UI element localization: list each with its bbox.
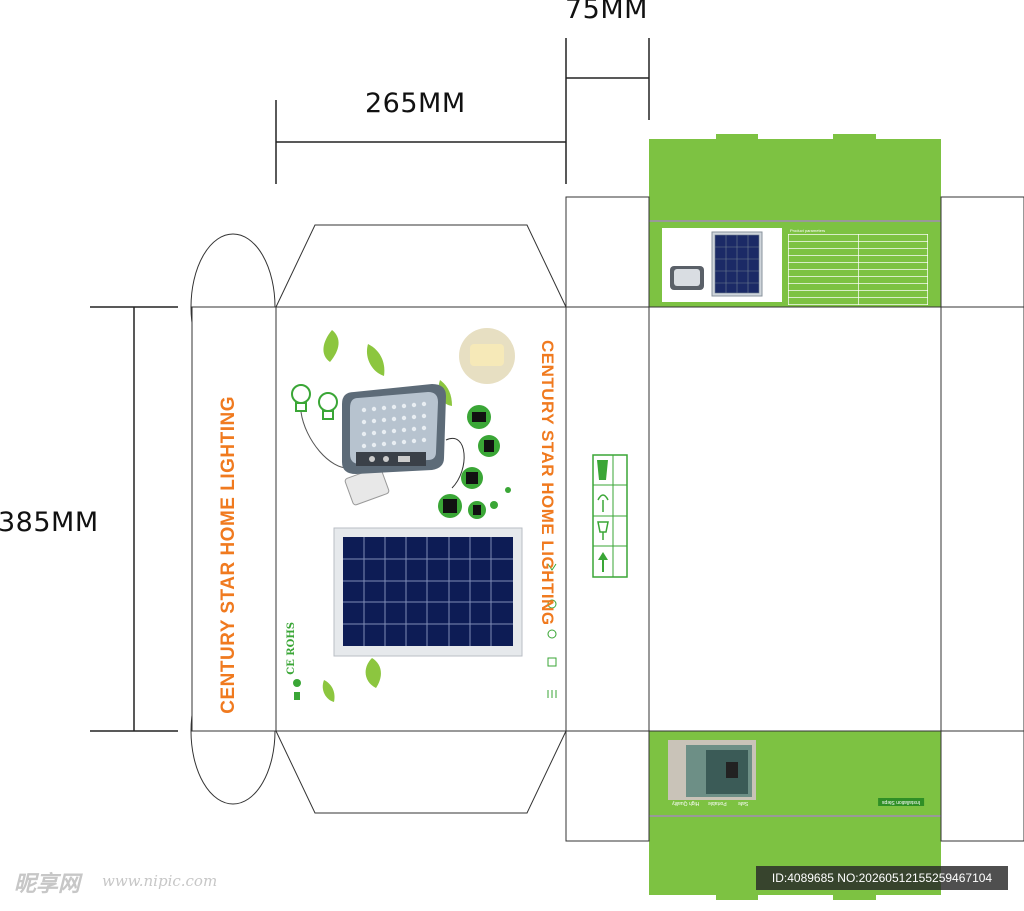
dieline-outline — [190, 196, 1024, 842]
glass-icon — [597, 521, 609, 540]
feature-safe: Safe — [738, 800, 749, 806]
tuck-slots — [716, 306, 876, 732]
leaf-decorations — [322, 330, 452, 702]
eco-icons — [293, 679, 301, 700]
this-way-up-icon — [598, 552, 608, 572]
image-id-bar: ID:4089685 NO:20260512155259467104 — [756, 866, 1008, 890]
depth-dimension-label: 75MM — [565, 0, 648, 25]
solar-cell-grid — [343, 537, 513, 646]
watermark-url: www.nipic.com — [102, 872, 218, 890]
top-solar-grid — [714, 234, 760, 294]
led-grid — [361, 401, 427, 449]
brand-name-left: CENTURY STAR HOME LIGHTING — [218, 396, 239, 714]
compliance-marks: CE ROHS — [286, 622, 297, 675]
top-product-photo — [662, 228, 782, 302]
dimension-lines — [90, 38, 650, 732]
width-dimension-label: 265MM — [365, 88, 466, 119]
brand-name-right: CENTURY STAR HOME LIGHTING — [538, 340, 557, 626]
spec-table-title: Product parameters — [790, 228, 826, 233]
install-photo — [668, 740, 756, 800]
fragile-icon — [597, 460, 608, 480]
flood-light — [342, 384, 465, 506]
watermark-logo: 昵享网 — [14, 872, 81, 897]
height-dimension-label: 385MM — [0, 507, 99, 538]
spec-table — [788, 234, 928, 305]
keep-dry-icon — [597, 494, 609, 512]
feature-icons — [547, 563, 557, 698]
glow-photo — [459, 328, 515, 384]
feature-portable: Portable — [708, 800, 727, 806]
install-steps-title: Installation Steps — [878, 798, 925, 806]
feature-high-quality: High Quality — [672, 800, 700, 806]
handling-icon-panel — [592, 454, 628, 578]
accessory-icons — [438, 405, 511, 519]
solar-panel — [333, 527, 523, 657]
